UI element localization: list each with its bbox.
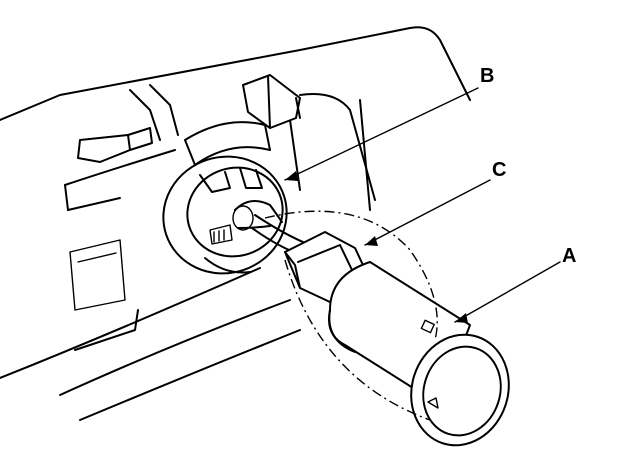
rear-bracket: [77, 74, 301, 166]
callout-label-b: B: [480, 65, 494, 87]
dashboard-panel: [0, 26, 471, 421]
callout-label-a: A: [562, 245, 576, 267]
socket-ring: [162, 155, 288, 275]
callout-leaders: [284, 87, 561, 323]
callout-label-c: C: [492, 159, 506, 181]
assembly-guide-line: [264, 210, 438, 421]
lighter-socket: [328, 261, 510, 447]
